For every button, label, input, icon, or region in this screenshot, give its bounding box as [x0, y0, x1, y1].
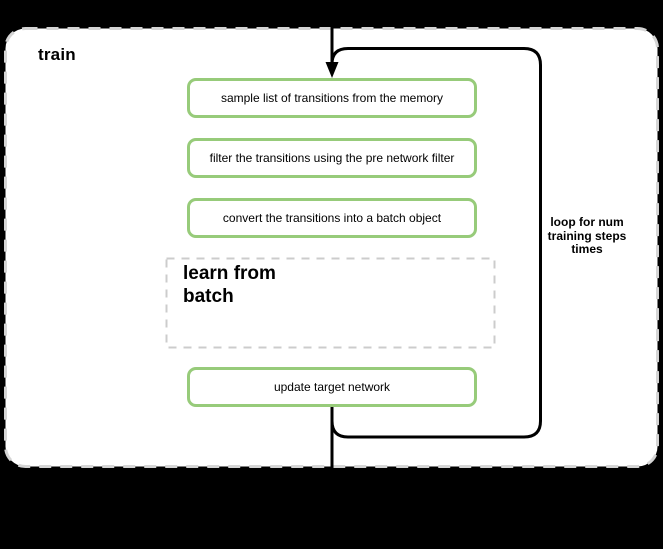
- learn-from-batch-border: [165, 257, 496, 349]
- loop-count-label: loop for num training steps times: [541, 215, 633, 257]
- loop-label-line: training steps: [547, 228, 627, 243]
- subprocess-label-line: learn from: [183, 263, 276, 284]
- panel-title: train: [38, 45, 76, 64]
- step-sample-transitions: sample list of transitions from the memo…: [187, 78, 477, 118]
- step-label: sample list of transitions from the memo…: [220, 91, 444, 105]
- step-convert-batch: convert the transitions into a batch obj…: [187, 198, 477, 238]
- subprocess-label-line: batch: [183, 286, 234, 307]
- loop-container-border: [330, 47, 542, 439]
- down-arrowhead-icon: [325, 62, 339, 78]
- step-update-target-network: update target network: [187, 367, 477, 407]
- loop-label-line: loop for num: [550, 215, 624, 229]
- step-label: update target network: [273, 380, 391, 394]
- step-label: filter the transitions using the pre net…: [209, 151, 455, 165]
- step-label: convert the transitions into a batch obj…: [222, 211, 442, 225]
- loop-label-line: times: [571, 242, 603, 256]
- step-filter-transitions: filter the transitions using the pre net…: [187, 138, 477, 178]
- learn-from-batch-label: learn from batch: [183, 262, 276, 308]
